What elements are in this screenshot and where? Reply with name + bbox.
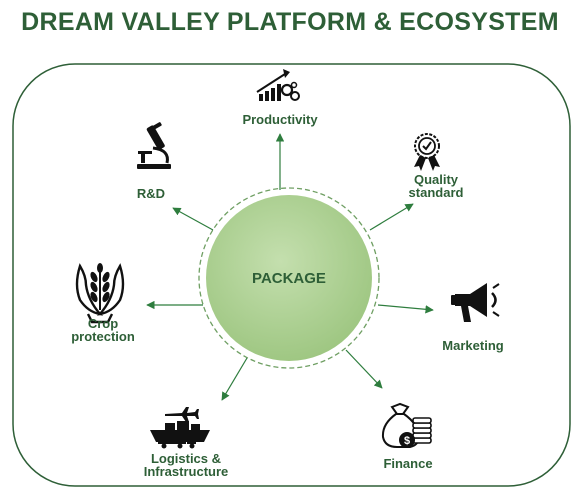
arrow-logistics	[221, 357, 248, 401]
node-label-productivity: Productivity	[242, 112, 318, 127]
node-label-line: Productivity	[242, 112, 318, 127]
node-label-line: Crop	[88, 316, 118, 331]
node-label-line: R&D	[137, 186, 165, 201]
arrow-marketing	[377, 304, 434, 314]
center-label: PACKAGE	[252, 270, 326, 287]
arrow-finance	[345, 349, 383, 389]
growth-chart-icon	[256, 69, 300, 101]
node-label-line: Infrastructure	[144, 464, 229, 479]
arrow-rd	[172, 207, 214, 231]
arrow-quality	[369, 203, 414, 231]
node-label-line: Finance	[383, 456, 432, 471]
award-badge-icon	[414, 133, 440, 171]
diagram-title: DREAM VALLEY PLATFORM & ECOSYSTEM	[21, 8, 559, 36]
node-label-line: Logistics &	[151, 451, 221, 466]
node-label-line: Marketing	[442, 338, 503, 353]
microscope-icon	[137, 122, 171, 169]
plane-ship-truck-icon	[150, 407, 210, 449]
node-label-line: Quality	[414, 172, 459, 187]
svg-text:$: $	[404, 435, 410, 447]
money-bag-coins-icon: $	[381, 402, 432, 448]
hands-wheat-icon	[75, 263, 125, 324]
node-label-rd: R&D	[137, 186, 165, 201]
node-label-line: protection	[71, 329, 135, 344]
ecosystem-frame	[12, 63, 571, 487]
node-label-line: standard	[409, 185, 464, 200]
center-circle	[206, 195, 372, 361]
node-label-logistics: Logistics &Infrastructure	[144, 451, 229, 479]
node-label-finance: Finance	[383, 456, 432, 471]
node-label-marketing: Marketing	[442, 338, 503, 353]
megaphone-icon	[451, 283, 500, 322]
connector-arrows	[146, 133, 434, 401]
